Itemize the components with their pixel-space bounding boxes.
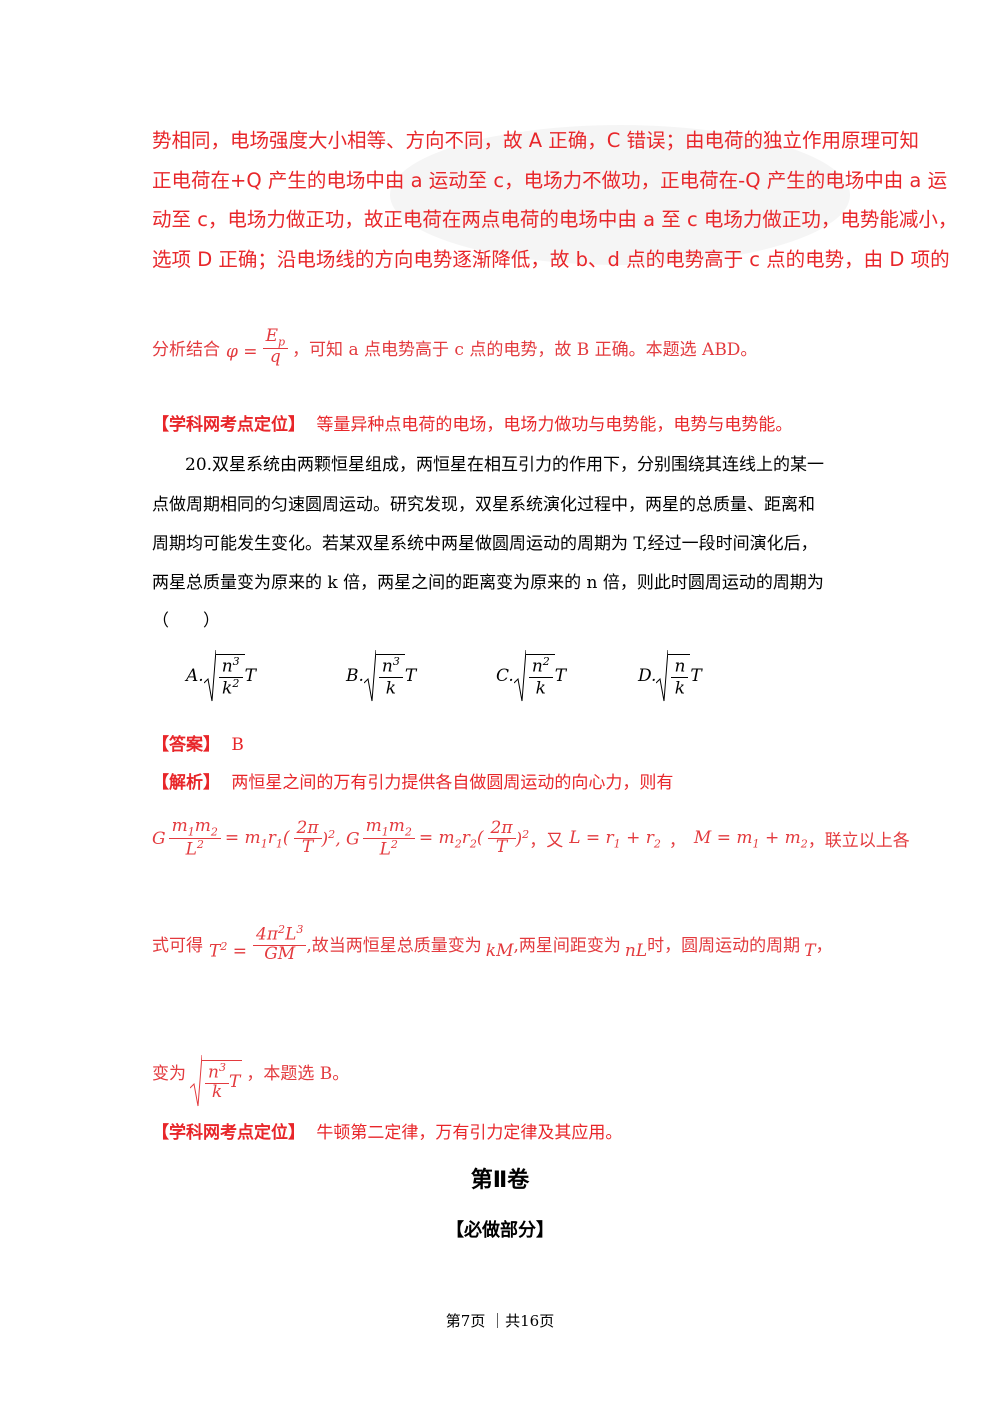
sqrt-sign-icon [656, 649, 669, 702]
choice-a-num-exp: 3 [232, 655, 240, 668]
choice-d-label: D. [638, 666, 657, 686]
analysis-line3-end: ， [815, 936, 833, 957]
gravity-formula-line: G m1m2 L2 = m1r1( 2π T )2, G m1m2 L2 = m… [152, 816, 910, 860]
kaodian-2: 【学科网考点定位】 牛顿第二定律，万有引力定律及其应用。 [152, 1118, 622, 1143]
phi-formula-den: q [269, 346, 281, 367]
kaodian-1-text: 等量异种点电荷的电场，电场力做功与电势能，电势与电势能。 [316, 415, 793, 435]
choice-d-tail: T [690, 666, 702, 686]
question-20-line-2: 点做周期相同的匀速圆周运动。研究发现，双星系统演化过程中，两星的总质量、距离和 [152, 495, 815, 515]
analysis-prev-line-2: 正电荷在+Q 产生的电场中由 a 运动至 c，电场力不做功，正电荷在-Q 产生的… [152, 169, 948, 192]
analysis-T: T [804, 940, 816, 961]
analysis-connector-2: ，联立以上各 [807, 831, 910, 852]
answer-text: B [231, 735, 244, 755]
analysis-row: 【解析】 两恒星之间的万有引力提供各自做圆周运动的向心力，则有 [152, 768, 673, 793]
page-footer: 第7页 ｜共16页 [445, 1312, 555, 1330]
section-title: 第Ⅱ卷 [470, 1168, 530, 1193]
watermark-graphic [390, 125, 850, 265]
sqrt-sign-icon [203, 649, 216, 702]
analysis-line4-pre: 变为 [152, 1063, 186, 1084]
phi-formula-lhs: φ = [226, 342, 258, 363]
choice-a-den: k [222, 678, 233, 699]
analysis-prev-line-1: 势相同，电场强度大小相等、方向不同，故 A 正确，C 错误；由电荷的独立作用原理… [152, 129, 920, 152]
sqrt-sign-icon [190, 1054, 202, 1107]
phi-formula-num: E [265, 326, 278, 346]
result-line: 变为 n3 k T ，本题选 B。 [152, 1034, 349, 1108]
choice-b[interactable]: B. n3 k T [346, 648, 416, 704]
answer-tag: 【答案】 [152, 735, 220, 755]
analysis-line3-pre: 式可得 [152, 936, 203, 957]
choice-b-num: n [381, 656, 393, 677]
choice-b-tail: T [404, 666, 417, 686]
choice-b-den: k [385, 678, 397, 699]
choice-b-num-exp: 3 [392, 655, 400, 668]
analysis-line4-post: ，本题选 B。 [246, 1063, 350, 1084]
choice-c-tail: T [554, 666, 567, 686]
analysis-line3-mid3: 时，圆周运动的周期 [647, 936, 801, 957]
analysis-prev-line-5-post: ，可知 a 点电势高于 c 点的电势，故 B 正确。本题选 ABD。 [292, 339, 758, 360]
choice-b-label: B. [346, 666, 364, 686]
analysis-tag: 【解析】 [152, 773, 220, 793]
analysis-prev-line-4: 选项 D 正确；沿电场线的方向电势逐渐降低，故 b、d 点的电势高于 c 点的电… [152, 248, 950, 271]
choice-c-den: k [535, 678, 546, 699]
analysis-text: 两恒星之间的万有引力提供各自做圆周运动的向心力，则有 [231, 773, 674, 793]
analysis-line3-mid2: ,两星间距变为 [513, 936, 621, 957]
choice-a-den-exp: 2 [232, 676, 240, 690]
kaodian-1: 【学科网考点定位】 等量异种点电荷的电场，电场力做功与电势能，电势与电势能。 [152, 410, 792, 435]
choice-c-num: n [531, 656, 543, 677]
analysis-prev-line-5: 分析结合 φ = Ep q ，可知 a 点电势高于 c 点的电势，故 B 正确。… [152, 326, 758, 367]
kaodian-2-text: 牛顿第二定律，万有引力定律及其应用。 [316, 1123, 623, 1143]
choice-a-tail: T [244, 666, 257, 686]
choice-a[interactable]: A. n3 k2 T [186, 648, 256, 704]
choice-c-num-exp: 2 [542, 655, 550, 668]
answer-row: 【答案】 B [152, 730, 244, 755]
analysis-prev-line-3: 动至 c，电场力做正功，故正电荷在两点电荷的电场中由 a 至 c 电场力做正功，… [152, 208, 958, 231]
question-20-line-4: 两星总质量变为原来的 k 倍，两星之间的距离变为原来的 n 倍，则此时圆周运动的… [152, 573, 824, 593]
choice-d[interactable]: D. n k T [638, 648, 702, 704]
sqrt-sign-icon [513, 649, 526, 702]
question-20-line-1: 20.双星系统由两颗恒星组成，两恒星在相互引力的作用下，分别围绕其连线上的某一 [185, 455, 825, 475]
question-20-line-3: 周期均可能发生变化。若某双星系统中两星做圆周运动的周期为 T,经过一段时间演化后… [152, 534, 818, 554]
period-formula-line: 式可得 T2 = 4π2L3 GM ,故当两恒星总质量变为 kM ,两星间距变为… [152, 923, 833, 964]
choice-d-num: n [674, 656, 686, 677]
analysis-prev-line-5-pre: 分析结合 [152, 339, 220, 360]
analysis-nL: nL [624, 940, 648, 961]
result-sqrt: n3 k T [190, 1054, 243, 1108]
choice-d-den: k [674, 678, 686, 699]
question-20-line-5: （ ） [152, 611, 220, 631]
analysis-connector-1: ，又 [529, 831, 564, 852]
phi-formula-num-sub: p [277, 335, 286, 349]
kaodian-2-tag: 【学科网考点定位】 [152, 1123, 305, 1143]
section-subtitle: 【必做部分】 [446, 1220, 554, 1241]
choice-a-num: n [221, 656, 233, 677]
choice-c[interactable]: C. n2 k T [496, 648, 566, 704]
kaodian-1-tag: 【学科网考点定位】 [152, 415, 305, 435]
analysis-kM: kM [485, 940, 514, 961]
phi-formula-fraction: Ep q [262, 326, 289, 367]
sqrt-sign-icon [363, 649, 376, 702]
analysis-line3-mid1: ,故当两恒星总质量变为 [306, 936, 482, 957]
choice-c-label: C. [496, 666, 514, 686]
choice-a-label: A. [186, 666, 204, 686]
